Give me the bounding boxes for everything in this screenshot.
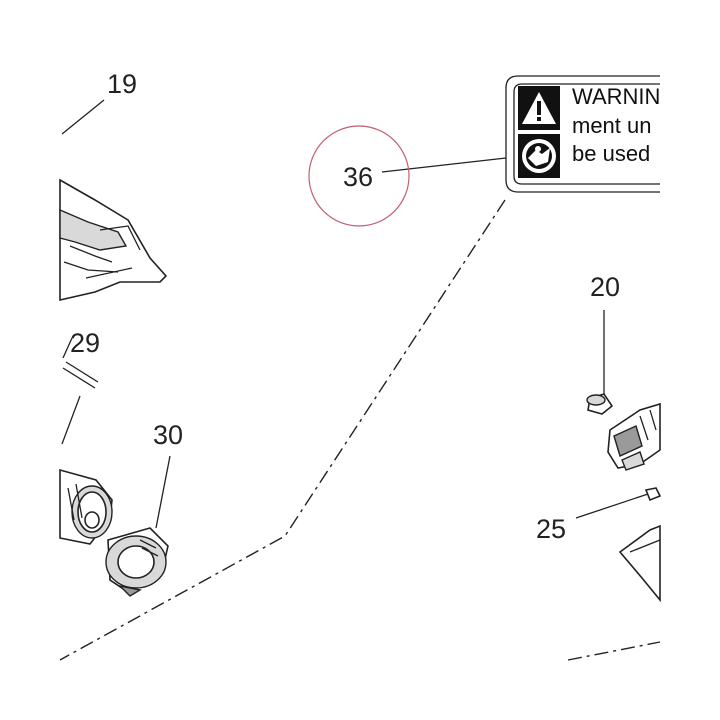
leader-25 [575,493,649,519]
dashed-boundary [59,199,506,661]
dashed-boundary-right [567,641,661,661]
callout-19: 19 [107,69,137,99]
warning-line-1: WARNIN [572,84,660,109]
part-30-cap [105,527,169,597]
bracket-assembly [607,402,661,471]
callout-20: 20 [590,272,620,302]
callout-25: 25 [536,514,566,544]
leader-30 [155,455,171,529]
leader-29 [62,337,73,359]
highlight-circle-36 [308,125,410,227]
callout-36: 36 [343,162,373,192]
part-19-housing [59,178,168,302]
warning-line-3: be used [572,141,650,166]
leader-36 [381,157,507,173]
part-25-fastener [644,487,662,502]
callout-30: 30 [153,420,183,450]
warning-triangle-icon [518,86,560,130]
part-29-shaft [61,361,99,445]
callout-29: 29 [70,328,100,358]
warning-line-2: ment un [572,113,652,138]
threaded-boss [59,468,113,545]
part-20-bushing [586,393,614,415]
leader-19 [61,99,105,135]
read-manual-icon [518,134,560,178]
part-36-warning-label: WARNIN ment un be used [505,70,720,200]
lower-right-housing [618,524,661,603]
